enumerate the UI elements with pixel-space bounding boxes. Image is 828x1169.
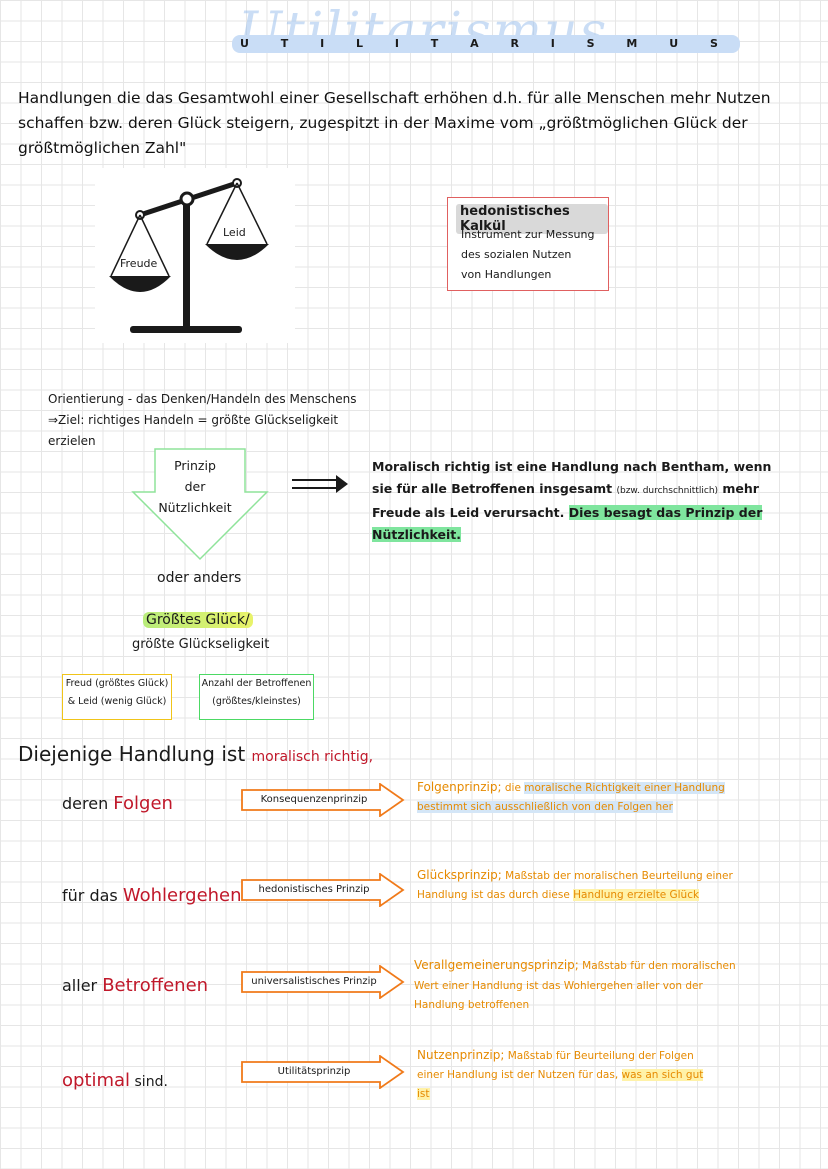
scale-illustration: Freude Leid [95,168,295,343]
groesste-glueckseligkeit: größte Glückseligkeit [132,637,270,652]
principle-arrow-shape [131,448,269,561]
principle-label-utilitaet: Utilitätsprinzip [277,1066,351,1077]
oder-anders-text: oder anders [157,570,242,586]
row-left-optimal: optimal sind. [62,1070,168,1091]
diejenige-heading: Diejenige Handlung ist moralisch richtig… [18,742,373,766]
explanation-plain: Maßstab für den moralischen Wert einer H… [414,960,736,1011]
principle-arrow-icon [241,873,405,907]
principle-label-konsequenz: Konsequenzenprinzip [260,794,368,805]
orientation-block: Orientierung - das Denken/Handeln des Me… [48,389,378,452]
explanation-plain: die [501,782,525,794]
explanation-lead: Nutzenprinzip; [417,1048,505,1062]
principle-label-hedonistisch: hedonistisches Prinzip [258,884,370,895]
hedonistic-body: Instrument zur Messung des sozialen Nutz… [461,225,601,285]
definition-text: Handlungen die das Gesamtwohl einer Gese… [18,89,771,157]
freude-line: Freud (größtes Glück) [65,678,169,689]
row-left-text: deren [62,794,114,813]
hedonistic-line: von Handlungen [461,268,552,281]
hedonistic-title: hedonistisches Kalkül [456,204,608,234]
principle-arrow-icon [241,965,405,999]
row-left-text: aller [62,976,103,995]
row-left-folgen: deren Folgen [62,793,173,814]
principle-line: der [184,479,206,494]
anzahl-range-line: (größtes/kleinstes) [212,696,301,707]
principle-arrow-icon [241,783,405,817]
diejenige-red: moralisch richtig, [251,749,374,765]
scale-right-label: Leid [223,226,246,239]
groesstes-glueck-highlight: Größtes Glück/ [143,612,253,628]
leid-line: & Leid (wenig Glück) [67,696,167,707]
bentham-note: (bzw. durchschnittlich) [616,486,719,496]
explanation-lead: Glücksprinzip; [417,868,502,882]
principle-line: Nützlichkeit [158,500,232,515]
diejenige-text: Diejenige Handlung ist [18,742,252,766]
row-left-text: für das [62,886,123,905]
row-left-red: Betroffenen [102,975,209,996]
scale-icon [109,178,269,333]
principle-line: Prinzip [174,458,216,473]
double-arrow-icon [292,475,348,493]
row-left-red: Wohlergehen [122,885,242,906]
row-left-betroffenen: aller Betroffenen [62,975,208,996]
explanation-folgenprinzip: Folgenprinzip; die moralische Richtigkei… [417,778,757,817]
bentham-text-mid: mehr Freude als Leid verursacht. [372,481,759,520]
anzahl-box: Anzahl der Betroffenen (größtes/kleinste… [199,674,314,720]
goal-line: ⇒Ziel: richtiges Handeln = größte Glücks… [48,413,339,448]
orientation-line: Orientierung - das Denken/Handeln des Me… [48,392,357,406]
hedonistic-calculus-box: hedonistisches Kalkül Instrument zur Mes… [447,197,609,291]
bentham-statement: Moralisch richtig ist eine Handlung nach… [372,456,792,546]
row-left-red: optimal [62,1070,131,1091]
title-spaced: U T I L I T A R I S M U S [232,35,740,53]
explanation-lead: Verallgemeinerungsprinzip; [414,958,579,972]
principle-label: Prinzip der Nützlichkeit [155,455,235,518]
explanation-lead: Folgenprinzip; [417,780,502,794]
explanation-plain: Maßstab für Beurteilung der Folgen einer… [417,1050,694,1081]
scale-left-label: Freude [120,257,158,270]
explanation-gluecksprinzip: Glücksprinzip; Maßstab der moralischen B… [417,866,757,905]
explanation-verallgemeinerung: Verallgemeinerungsprinzip; Maßstab für d… [414,956,754,1016]
anzahl-line: Anzahl der Betroffenen [201,678,312,689]
hedonistic-line: Instrument zur Messung [461,228,595,241]
principle-label-universal: universalistisches Prinzip [251,976,377,987]
explanation-highlight: Handlung erzielte Glück [573,889,700,901]
row-left-wohlergehen: für das Wohlergehen [62,885,242,906]
freude-leid-box: Freud (größtes Glück) & Leid (wenig Glüc… [62,674,172,720]
groesstes-glueck: Größtes Glück/ [143,612,253,628]
explanation-nutzenprinzip: Nutzenprinzip; Maßstab für Beurteilung d… [417,1046,717,1104]
principle-arrow-icon [241,1055,405,1089]
row-left-text: sind. [130,1074,168,1090]
row-left-red: Folgen [113,793,173,814]
bentham-text: Moralisch richtig ist eine Handlung nach… [372,459,772,496]
explanation-plain: Maßstab der moralischen Beurteilung eine… [417,870,733,901]
hedonistic-line: des sozialen Nutzen [461,248,572,261]
